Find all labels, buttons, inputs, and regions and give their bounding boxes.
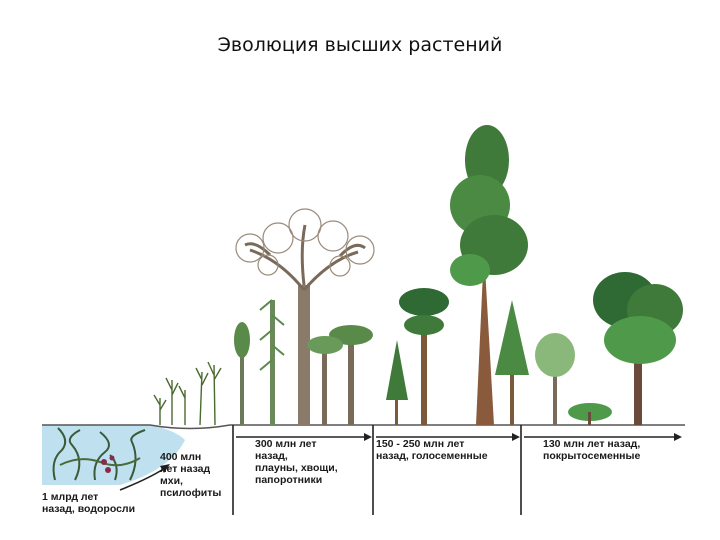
fern-era-trees [234, 208, 375, 425]
era-label-psilophytes: 400 млн лет назад мхи, псилофиты [160, 451, 222, 499]
era-label-algae: 1 млрд лет назад, водоросли [42, 491, 136, 515]
timeline-dividers [232, 425, 522, 515]
era-label-gymnosperms: 150 - 250 млн лет назад, голосеменные [376, 438, 488, 462]
gymnosperm-trees [386, 125, 529, 425]
era-label-angiosperms: 130 млн лет назад, покрытосеменные [543, 438, 641, 462]
psilophytes-illustration [153, 361, 222, 426]
timeline-arrows [119, 436, 676, 491]
era-label-ferns: 300 млн лет назад, плауны, хвощи, папоро… [255, 438, 338, 486]
diagram-title: Эволюция высших растений [217, 34, 503, 56]
angiosperm-trees [535, 272, 683, 425]
red-algae [101, 455, 115, 473]
ground-line [42, 424, 685, 430]
arrow-heads [160, 433, 682, 473]
algae-illustration [52, 427, 146, 481]
